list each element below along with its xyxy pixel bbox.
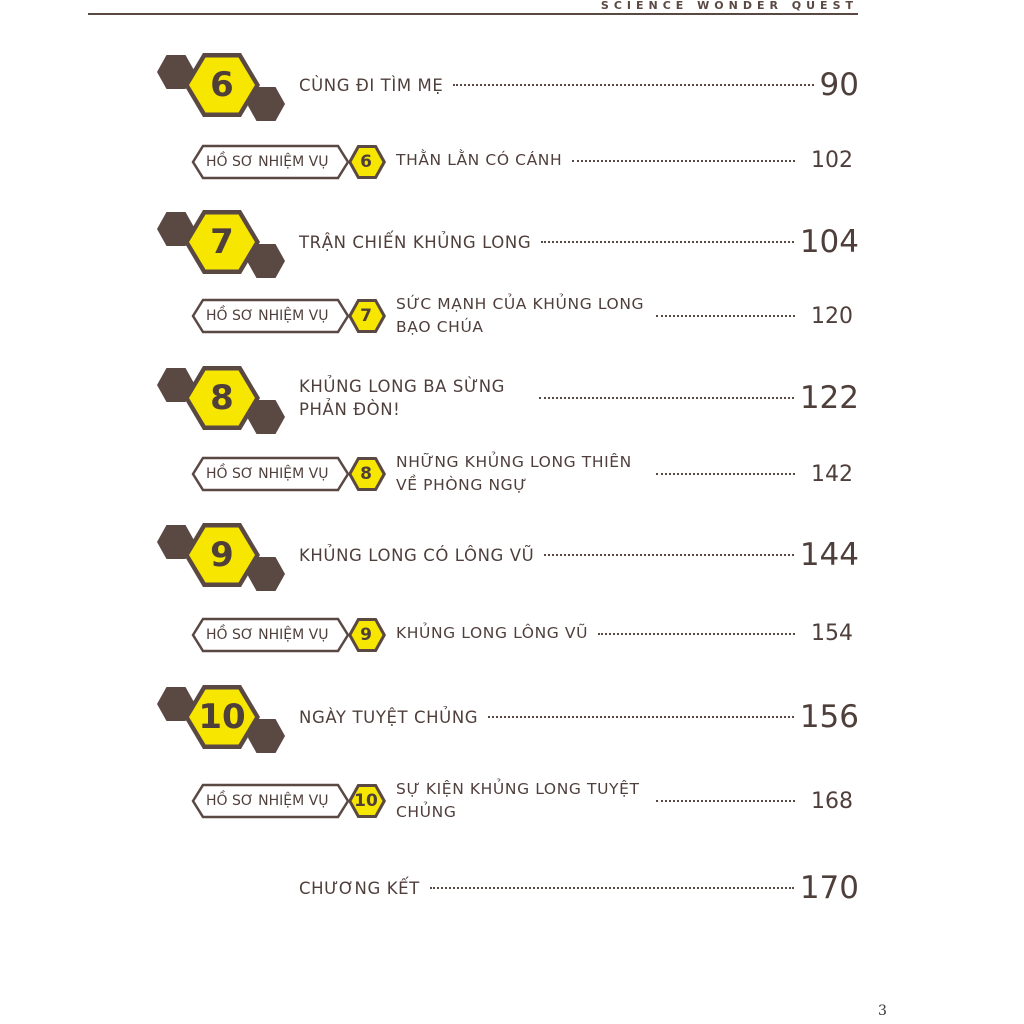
- series-title: SCIENCE WONDER QUEST: [600, 0, 858, 12]
- toc-entry-chapter[interactable]: NGÀY TUYỆT CHỦNG 156: [299, 699, 859, 735]
- entry-title: KHỦNG LONG CÓ LÔNG VŨ: [299, 545, 535, 565]
- mission-number: 10: [354, 791, 378, 811]
- hexagon-icon: [157, 366, 285, 434]
- page-number: 3: [878, 1003, 887, 1019]
- dot-leader: [488, 716, 794, 718]
- toc-entry-mission[interactable]: KHỦNG LONG LÔNG VŨ 154: [396, 621, 853, 646]
- entry-title: SỨC MẠNH CỦA KHỦNG LONG BẠO CHÚA: [396, 295, 645, 336]
- toc-entry-chapter[interactable]: KHỦNG LONG CÓ LÔNG VŨ 144: [299, 537, 859, 573]
- entry-title: CÙNG ĐI TÌM MẸ: [299, 75, 444, 95]
- mission-file-badge: HỒ SƠ NHIỆM VỤ 6: [190, 143, 390, 181]
- badge-frame: [191, 298, 386, 334]
- entry-title: SỰ KIỆN KHỦNG LONG TUYỆT CHỦNG: [396, 780, 640, 821]
- entry-page: 142: [811, 461, 853, 487]
- entry-title: THẰN LẰN CÓ CÁNH: [396, 151, 563, 169]
- dot-leader: [429, 887, 794, 889]
- entry-page: 170: [799, 870, 859, 906]
- toc-entry-chapter[interactable]: KHỦNG LONG BA SỪNG PHẢN ĐÒN! 122: [299, 375, 859, 421]
- dot-leader: [453, 84, 814, 86]
- dot-leader: [539, 397, 794, 399]
- badge-frame: [191, 783, 386, 819]
- chapter-number: 7: [210, 222, 234, 262]
- mission-label: HỒ SƠ NHIỆM VỤ: [206, 308, 329, 324]
- entry-title: KHỦNG LONG LÔNG VŨ: [396, 624, 589, 642]
- badge-frame: [191, 144, 386, 180]
- entry-title: CHƯƠNG KẾT: [299, 878, 420, 898]
- dot-leader: [541, 241, 794, 243]
- entry-page: 104: [799, 224, 859, 260]
- toc-entry-mission[interactable]: SỨC MẠNH CỦA KHỦNG LONG BẠO CHÚA 120: [396, 293, 853, 339]
- toc-entry-chapter[interactable]: TRẬN CHIẾN KHỦNG LONG 104: [299, 224, 859, 260]
- entry-page: 122: [799, 380, 859, 416]
- entry-page: 102: [811, 148, 853, 173]
- dot-leader: [572, 159, 795, 162]
- entry-page: 156: [799, 699, 859, 735]
- dot-leader: [656, 473, 795, 475]
- chapter-badge: 8: [156, 365, 288, 445]
- entry-title: NHỮNG KHỦNG LONG THIÊN VỀ PHÒNG NGỰ: [396, 453, 632, 494]
- entry-page: 90: [819, 67, 859, 103]
- toc-entry-epilogue[interactable]: CHƯƠNG KẾT 170: [299, 870, 859, 906]
- chapter-badge: 10: [156, 684, 288, 764]
- dot-leader: [656, 315, 795, 317]
- chapter-number: 10: [198, 697, 246, 737]
- mission-number: 7: [360, 306, 372, 326]
- chapter-number: 6: [210, 65, 234, 105]
- toc-entry-mission[interactable]: NHỮNG KHỦNG LONG THIÊN VỀ PHÒNG NGỰ 142: [396, 451, 853, 497]
- toc-entry-mission[interactable]: THẰN LẰN CÓ CÁNH 102: [396, 148, 853, 173]
- entry-page: 168: [811, 788, 853, 814]
- entry-title: NGÀY TUYỆT CHỦNG: [299, 707, 479, 727]
- chapter-badge: 9: [156, 522, 288, 602]
- mission-label: HỒ SƠ NHIỆM VỤ: [206, 466, 329, 482]
- chapter-number: 9: [210, 535, 234, 575]
- mission-file-badge: HỒ SƠ NHIỆM VỤ 8: [190, 455, 390, 493]
- mission-label: HỒ SƠ NHIỆM VỤ: [206, 793, 329, 809]
- entry-page: 154: [811, 621, 853, 646]
- dot-leader: [598, 632, 795, 635]
- toc-entry-mission[interactable]: SỰ KIỆN KHỦNG LONG TUYỆT CHỦNG 168: [396, 778, 853, 824]
- header-rule: [88, 13, 858, 15]
- chapter-badge: 6: [156, 52, 288, 132]
- mission-label: HỒ SƠ NHIỆM VỤ: [206, 627, 329, 643]
- entry-page: 120: [811, 303, 853, 329]
- chapter-number: 8: [210, 378, 234, 418]
- dot-leader: [656, 800, 795, 802]
- mission-file-badge: HỒ SƠ NHIỆM VỤ 10: [190, 782, 390, 820]
- toc-entry-chapter[interactable]: CÙNG ĐI TÌM MẸ 90: [299, 67, 859, 103]
- chapter-badge: 7: [156, 209, 288, 289]
- hexagon-icon: [157, 210, 285, 278]
- mission-file-badge: HỒ SƠ NHIỆM VỤ 7: [190, 297, 390, 335]
- mission-file-badge: HỒ SƠ NHIỆM VỤ 9: [190, 616, 390, 654]
- entry-title: TRẬN CHIẾN KHỦNG LONG: [299, 232, 532, 252]
- badge-frame: [191, 456, 386, 492]
- mission-label: HỒ SƠ NHIỆM VỤ: [206, 154, 329, 170]
- hexagon-icon: [157, 685, 285, 753]
- hexagon-icon: [157, 523, 285, 591]
- badge-frame: [191, 617, 386, 653]
- mission-number: 9: [360, 625, 372, 645]
- hexagon-icon: [157, 53, 285, 121]
- dot-leader: [544, 554, 794, 556]
- entry-title: KHỦNG LONG BA SỪNG PHẢN ĐÒN!: [299, 377, 506, 419]
- entry-page: 144: [799, 537, 859, 573]
- mission-number: 6: [360, 152, 372, 172]
- mission-number: 8: [360, 464, 372, 484]
